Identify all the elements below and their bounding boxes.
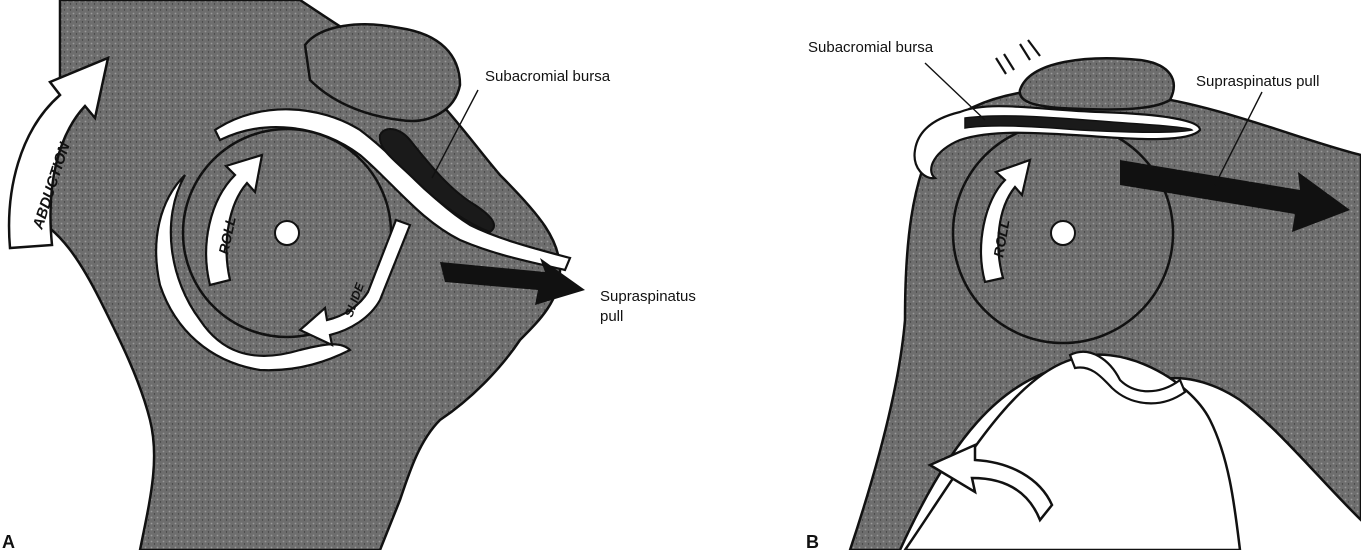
humeral-head-center-a	[275, 221, 299, 245]
panel-a: ABDUCTION ROLL SLIDE Subacromial bursa S…	[2, 0, 696, 550]
label-pull-a-line2: pull	[600, 308, 623, 325]
panel-b: ROLL Subacromial bursa Supraspinatus pul…	[806, 39, 1361, 550]
label-pull-b: Supraspinatus pull	[1196, 73, 1319, 90]
bursa-leader-b	[925, 63, 985, 120]
impingement-marks	[996, 40, 1040, 74]
label-pull-a-line1: Supraspinatus	[600, 288, 696, 305]
panel-letter-a: A	[2, 532, 15, 550]
humeral-head-center-b	[1051, 221, 1075, 245]
panel-letter-b: B	[806, 532, 819, 550]
label-bursa-a: Subacromial bursa	[485, 68, 611, 85]
label-bursa-b: Subacromial bursa	[808, 39, 934, 56]
acromion-b	[1020, 58, 1174, 109]
